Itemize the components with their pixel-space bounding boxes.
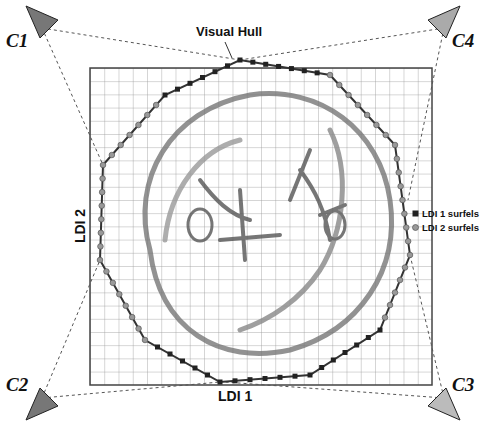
ldi2-surfel xyxy=(99,189,105,195)
ldi2-surfel xyxy=(153,102,159,108)
ldi2-surfel xyxy=(144,112,150,118)
ldi2-surfel xyxy=(355,102,361,108)
surfels xyxy=(97,58,413,385)
ldi2-surfel xyxy=(396,170,402,176)
ldi2-surfel xyxy=(327,72,333,78)
ldi1-surfel xyxy=(218,380,223,385)
ldi2-surfel xyxy=(398,183,404,189)
legend-symbol xyxy=(412,210,419,217)
ldi2-surfel xyxy=(383,132,389,138)
ldi2-surfel xyxy=(123,303,129,309)
ldi1-surfel xyxy=(276,64,281,69)
ldi1-surfel xyxy=(263,62,268,67)
legend-text: LDI 2 surfels xyxy=(422,222,479,233)
camera-label: C2 xyxy=(6,374,28,396)
ldi1-surfel xyxy=(213,69,218,74)
ldi1-surfel xyxy=(315,70,320,75)
ldi2-surfel xyxy=(100,176,106,182)
ldi1-surfel xyxy=(225,63,230,68)
ldi2-surfel xyxy=(98,216,104,222)
ldi-grid xyxy=(90,68,432,385)
legend-row: LDI 2 surfels xyxy=(412,222,479,233)
camera-icons xyxy=(26,6,460,420)
ldi2-surfel xyxy=(392,290,398,296)
legend-text: LDI 1 surfels xyxy=(422,208,479,219)
ldi1-surfel xyxy=(180,359,185,364)
ldi1-surfel xyxy=(238,58,243,63)
ldi1-surfel xyxy=(278,375,283,380)
ldi2-surfel xyxy=(364,112,370,118)
ldi2-surfel xyxy=(387,302,393,308)
ldi2-surfel xyxy=(407,252,413,258)
ldi2-surfel xyxy=(397,277,403,283)
ldi2-surfel xyxy=(402,265,408,271)
ldi2-surfel xyxy=(100,162,106,168)
ldi1-surfel xyxy=(163,93,168,98)
ldi2-surfel xyxy=(109,152,115,158)
ldi2-surfel xyxy=(97,257,103,263)
legend-row: LDI 1 surfels xyxy=(412,208,479,219)
ldi2-surfel xyxy=(136,122,142,128)
ldi1-surfel xyxy=(308,373,313,378)
ldi2-surfel xyxy=(346,92,352,98)
legend-symbol xyxy=(412,224,419,231)
axis-label: LDI 2 xyxy=(72,209,88,243)
ldi1-surfel xyxy=(331,358,336,363)
ldi1-surfel xyxy=(188,81,193,86)
camera-label: C1 xyxy=(6,30,28,52)
ldi1-surfel xyxy=(250,60,255,65)
ldi1-surfel xyxy=(366,335,371,340)
ldi1-surfel xyxy=(319,365,324,370)
ldi1-surfel xyxy=(289,66,294,71)
ldi2-surfel xyxy=(382,315,388,321)
ldi2-surfel xyxy=(136,326,142,332)
axis-label: LDI 1 xyxy=(218,388,252,404)
ldi2-surfel xyxy=(98,230,104,236)
camera-label: C4 xyxy=(452,30,474,52)
ldi2-surfel xyxy=(392,142,398,148)
ldi2-surfel xyxy=(374,122,380,128)
visual-hull xyxy=(100,60,410,382)
ldi2-surfel xyxy=(98,244,104,250)
ldi2-surfel xyxy=(405,238,411,244)
axis-label: Visual Hull xyxy=(196,24,262,39)
ldi1-surfel xyxy=(155,345,160,350)
leader-line xyxy=(225,42,232,58)
ldi2-surfel xyxy=(104,269,110,275)
ldi1-surfel xyxy=(175,87,180,92)
ldi2-surfel xyxy=(116,291,122,297)
ldi1-surfel xyxy=(354,343,359,348)
ldi1-surfel xyxy=(168,352,173,357)
ldi1-surfel xyxy=(378,328,383,333)
ldi2-surfel xyxy=(127,132,133,138)
object-figure xyxy=(145,94,392,354)
ldi1-surfel xyxy=(233,378,238,383)
ldi2-surfel xyxy=(142,337,148,343)
ldi2-surfel xyxy=(99,203,105,209)
ldi1-surfel xyxy=(293,374,298,379)
ldi1-surfel xyxy=(200,75,205,80)
ldi2-surfel xyxy=(394,156,400,162)
ldi1-surfel xyxy=(302,68,307,73)
ldi1-surfel xyxy=(263,376,268,381)
ldi2-surfel xyxy=(118,142,124,148)
camera-rays xyxy=(42,28,444,398)
ldi2-surfel xyxy=(110,280,116,286)
camera-label: C3 xyxy=(452,374,474,396)
ldi2-surfel xyxy=(402,211,408,217)
ldi2-surfel xyxy=(400,197,406,203)
ldi1-surfel xyxy=(193,366,198,371)
ldi1-surfel xyxy=(343,350,348,355)
ldi2-surfel xyxy=(336,82,342,88)
ldi1-surfel xyxy=(205,373,210,378)
ldi2-surfel xyxy=(129,314,135,320)
ldi1-surfel xyxy=(248,377,253,382)
ldi2-surfel xyxy=(403,225,409,231)
